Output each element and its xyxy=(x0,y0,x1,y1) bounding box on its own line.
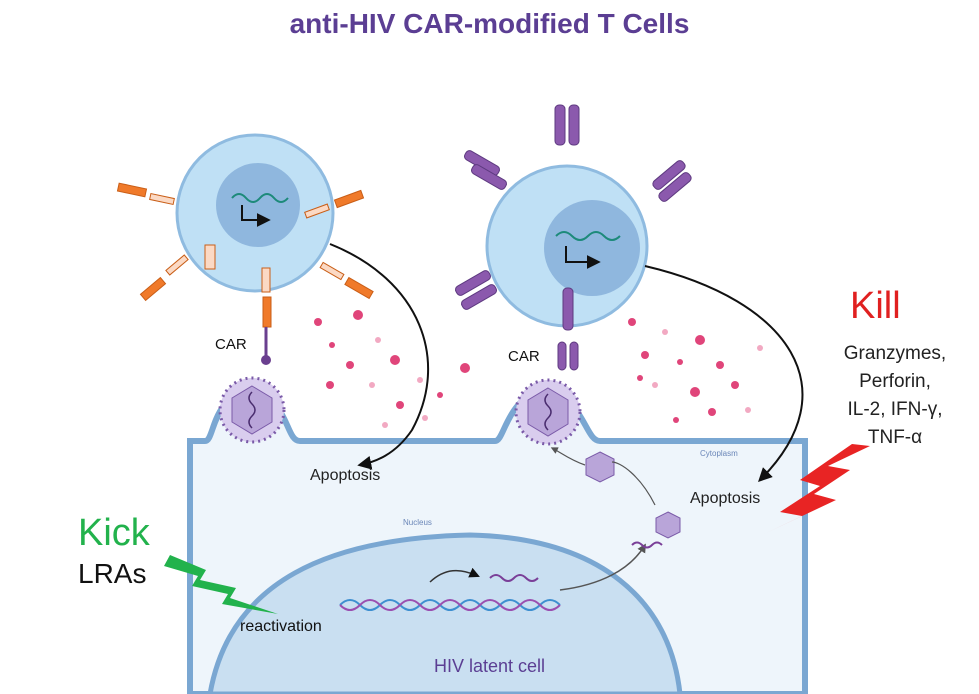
kill-lightning-icon xyxy=(764,444,870,534)
dna-icon xyxy=(555,231,621,241)
diagram-title: anti-HIV CAR-modified T Cells xyxy=(289,8,690,39)
kick-heading: Kick xyxy=(78,512,150,554)
apoptosis-arrow-left xyxy=(329,243,430,470)
budding-virion-left xyxy=(218,376,286,444)
promoter-arrow-icon xyxy=(565,246,601,269)
cytokine-dots-right xyxy=(628,318,763,423)
assembly-arrow xyxy=(611,461,656,506)
apoptosis-label-right: Apoptosis xyxy=(690,490,761,507)
cytoplasm-label: Cytoplasm xyxy=(700,449,738,458)
car-t-cell-left xyxy=(116,133,374,365)
apoptosis-arrow-right xyxy=(644,265,804,482)
transcription-arrow xyxy=(429,567,480,583)
dna-icon xyxy=(231,193,289,203)
kick-agent: LRAs xyxy=(78,558,147,589)
latent-cell-label: HIV latent cell xyxy=(433,656,546,676)
kick-lightning-icon xyxy=(164,555,278,614)
cytokine-dots-left xyxy=(314,310,470,428)
car-label-left: CAR xyxy=(215,336,247,353)
host-dna xyxy=(339,599,561,611)
export-arrow xyxy=(559,543,646,591)
budding-arrow xyxy=(550,447,586,466)
apoptosis-label-left: Apoptosis xyxy=(310,467,381,484)
car-label-right: CAR xyxy=(508,348,540,365)
viral-rna xyxy=(489,574,539,582)
kill-heading: Kill xyxy=(850,285,901,327)
nucleus-label: Nucleus xyxy=(403,518,432,527)
promoter-arrow-icon xyxy=(241,205,271,227)
virion-icon xyxy=(655,511,681,539)
latent-cell xyxy=(187,384,808,694)
cyto-rna xyxy=(631,541,663,549)
virion-icon xyxy=(585,451,615,483)
receptor-pairs xyxy=(455,104,692,371)
car-receptors xyxy=(116,182,374,328)
car-t-cell-right xyxy=(455,104,692,371)
reactivation-label: reactivation xyxy=(240,618,322,635)
budding-virion-right xyxy=(514,378,582,446)
kill-effectors: Granzymes, Perforin, IL-2, IFN-γ, TNF-α xyxy=(843,343,947,448)
